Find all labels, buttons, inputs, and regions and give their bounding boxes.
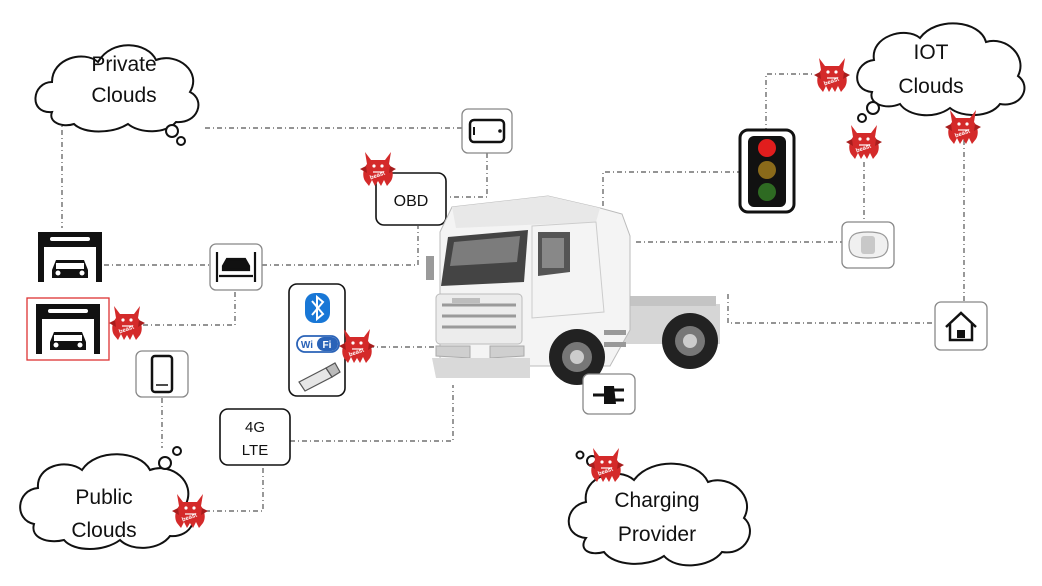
svg-text:Wi: Wi: [301, 340, 313, 351]
charging-provider: Charging Provider: [567, 450, 751, 567]
public-clouds-line1: Public: [75, 486, 132, 509]
car-lift-icon: [215, 252, 257, 282]
garage-node-highlighted: [26, 297, 110, 361]
charging-plug-node: [582, 373, 636, 415]
garage-icon: [34, 302, 102, 356]
smartphone-icon: [150, 354, 174, 394]
garage-icon: [36, 230, 104, 284]
traffic-light-node: [738, 128, 796, 214]
bluetooth-icon: [305, 293, 330, 323]
wireless-interfaces-node: Wi Fi: [288, 283, 346, 397]
plug-icon: [593, 386, 624, 404]
garage-node-top: [36, 230, 104, 284]
connector-lines: [61, 73, 965, 512]
obd-label: OBD: [394, 193, 429, 210]
smartphone-landscape-icon: [468, 118, 506, 144]
usb-stick-icon: [298, 362, 341, 392]
smartphone-node: [135, 350, 189, 398]
obd-node: OBD: [375, 172, 447, 226]
beast-icon: [587, 447, 625, 483]
car-node: [841, 221, 895, 269]
public-clouds-line2: Clouds: [71, 519, 136, 542]
private-clouds-line2: Clouds: [91, 84, 156, 107]
iot-clouds-line2: Clouds: [898, 75, 963, 98]
beast-icon: [359, 151, 397, 187]
lte-node: 4G LTE: [219, 408, 291, 466]
beast-icon: [813, 57, 851, 93]
home-icon: [945, 311, 977, 342]
car-icon: [848, 231, 889, 259]
iot-clouds: IOT Clouds: [856, 22, 1026, 123]
truck-icon: [426, 195, 720, 385]
private-clouds-line1: Private: [91, 53, 156, 76]
traffic-light-icon: [748, 136, 786, 207]
iot-clouds-line1: IOT: [914, 41, 949, 64]
wifi-icon: Wi Fi: [296, 335, 340, 353]
lte-line1: 4G: [245, 419, 265, 436]
beast-icon: [108, 305, 146, 341]
smartphone-landscape-node: [461, 108, 513, 154]
private-clouds: Private Clouds: [34, 44, 200, 146]
charging-provider-line2: Provider: [618, 523, 696, 546]
home-node: [934, 301, 988, 351]
car-lift-node: [209, 243, 263, 291]
lte-line2: LTE: [242, 442, 268, 459]
charging-provider-line1: Charging: [614, 489, 699, 512]
beast-icon: [845, 124, 883, 160]
public-clouds: Public Clouds: [19, 446, 195, 550]
svg-text:Fi: Fi: [323, 340, 332, 351]
